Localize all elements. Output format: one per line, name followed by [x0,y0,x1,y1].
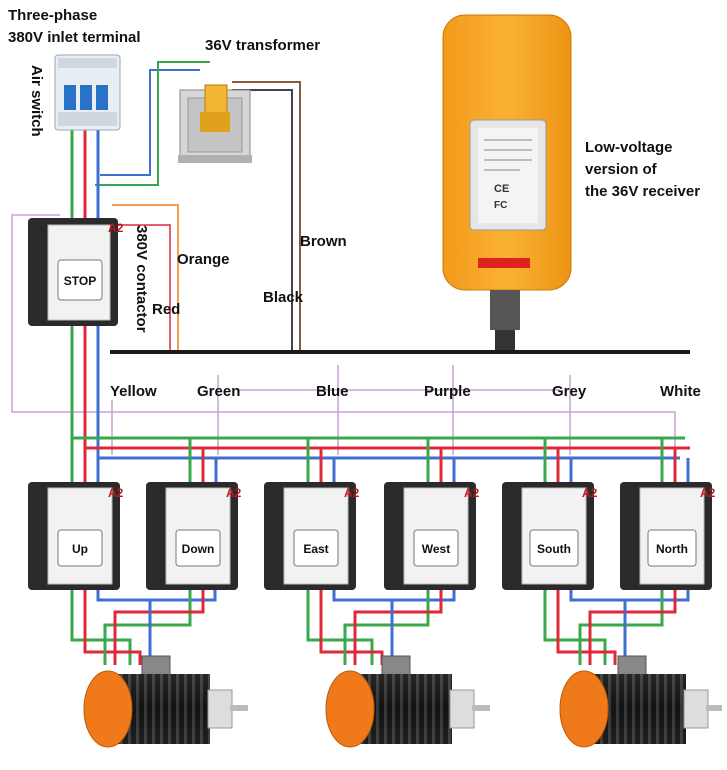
transformer-input-blue [100,69,200,176]
contactor-stop-label: STOP [64,274,96,288]
motor-feeds [70,590,690,665]
a2-label-north: A2 [700,486,716,500]
inlet-title-line2: 380V inlet terminal [8,29,141,46]
contactor-380v-label: 380V contactor [133,225,150,333]
brown-wire [232,81,301,350]
a2-label-up: A2 [108,486,124,500]
orange-label: Orange [177,251,230,268]
receiver-label-line1: Low-voltage [585,139,673,156]
white-label: White [660,383,701,400]
yellow-label: Yellow [110,383,157,400]
air-switch-label: Air switch [28,65,45,137]
receiver-label-line3: the 36V receiver [585,183,700,200]
receiver: CE FC [442,14,572,350]
contactor-drops [70,438,690,485]
a2-label-east: A2 [344,486,360,500]
contactor-down-label: Down [182,542,215,556]
blue-label: Blue [316,383,349,400]
black-label: Black [263,289,304,306]
red-label: Red [152,301,180,318]
green-label: Green [197,383,240,400]
orange-wire [112,204,179,350]
contactor-up: Up A2 [28,482,124,590]
contactor-west: West A2 [384,482,480,590]
brown-label: Brown [300,233,347,250]
a2-label-south: A2 [582,486,598,500]
grey-label: Grey [552,383,587,400]
receiver-label-line2: version of [585,161,658,178]
a2-label-stop: A2 [108,221,124,235]
a2-label-down: A2 [226,486,242,500]
control-wires-thin [11,214,676,455]
contactor-down: Down A2 [146,482,242,590]
motor-1 [83,655,248,748]
motor-3 [559,655,722,748]
receiver-ce-mark: CE [494,183,509,195]
black-wire [232,89,293,350]
a2-label-west: A2 [464,486,480,500]
transformer-label: 36V transformer [205,37,320,54]
contactor-south-label: South [537,542,571,556]
inlet-title-line1: Three-phase [8,7,97,24]
contactor-west-label: West [422,542,450,556]
contactor-north: North A2 [620,482,716,590]
air-switch [54,54,121,131]
transformer-input-green [95,61,210,186]
red-control-wire [112,224,171,350]
contactor-up-label: Up [72,542,88,556]
contactor-east-label: East [303,542,328,556]
wires [11,61,690,665]
receiver-fc-mark: FC [494,200,507,211]
contactor-east: East A2 [264,482,360,590]
contactor-north-label: North [656,542,688,556]
transformer [178,84,252,163]
contactor-stop: STOP A2 [28,218,124,326]
contactor-south: South A2 [502,482,598,590]
purple-label: Purple [424,383,471,400]
motor-2 [325,655,490,748]
